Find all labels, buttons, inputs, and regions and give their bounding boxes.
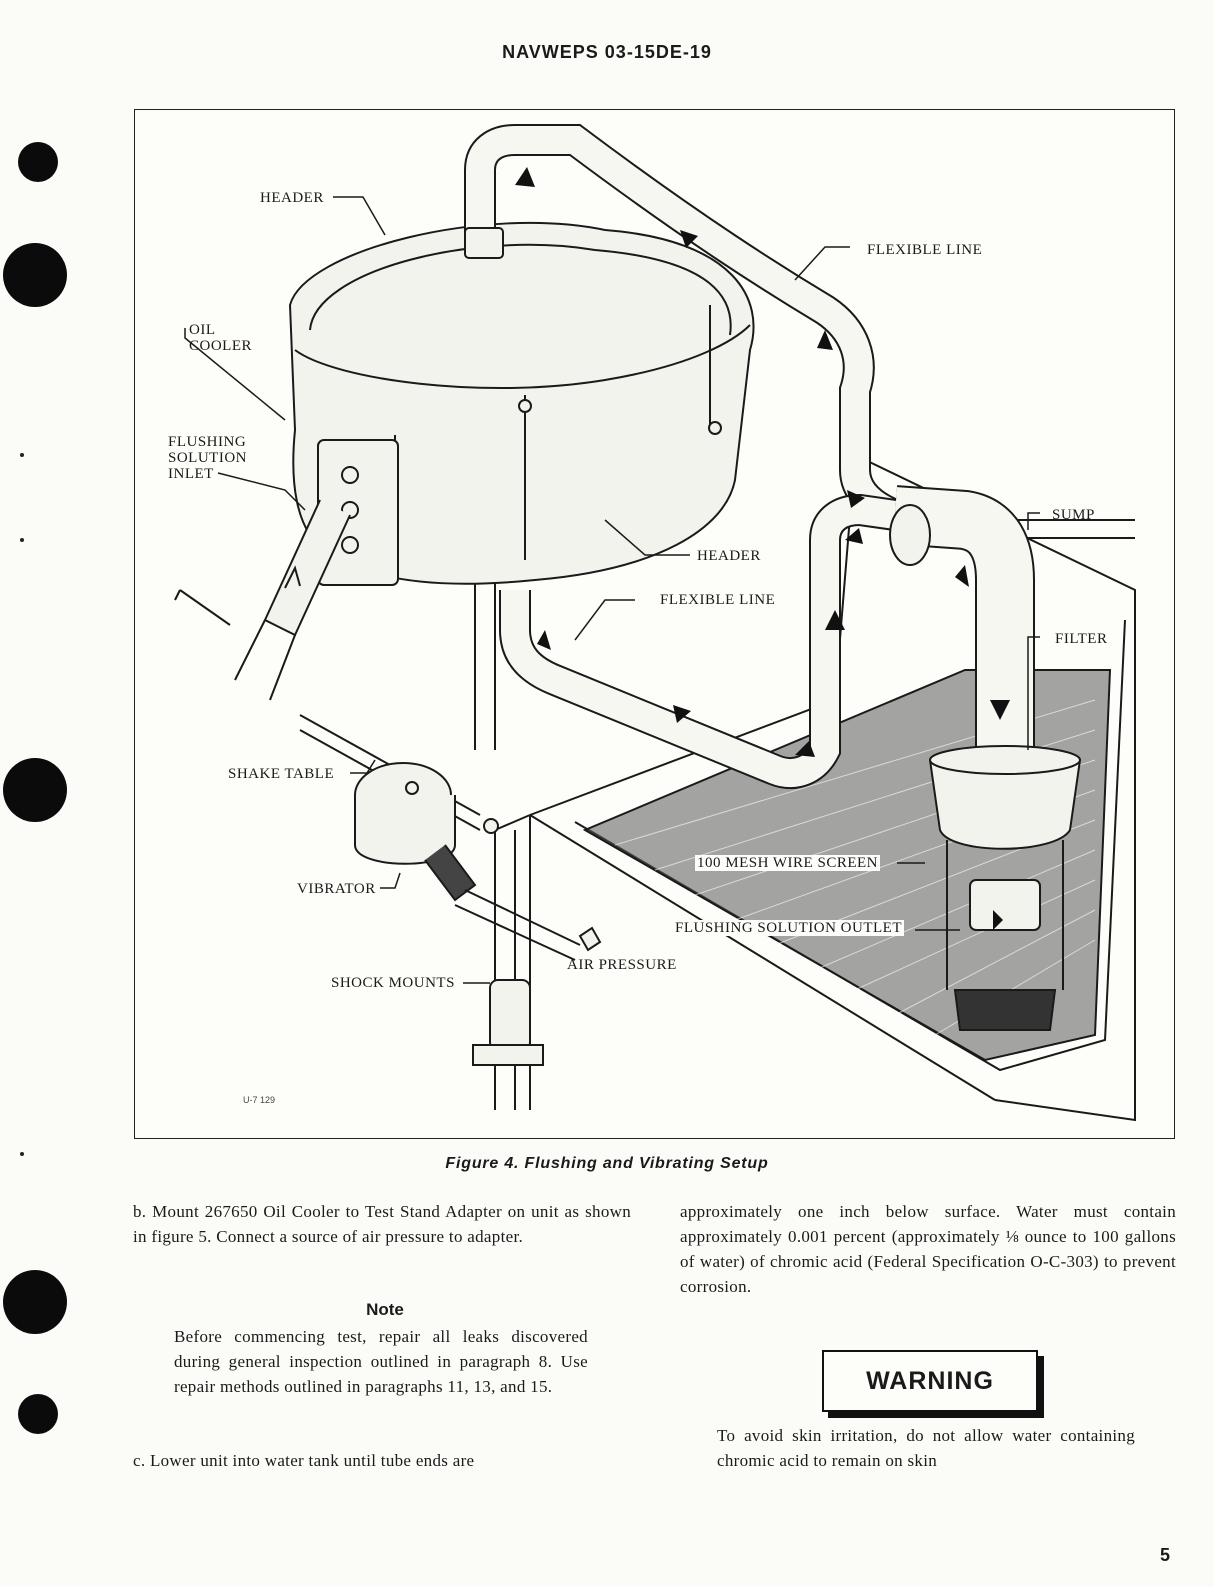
margin-dot xyxy=(20,453,24,457)
label-mesh-screen: 100 MESH WIRE SCREEN xyxy=(695,855,880,871)
margin-dot xyxy=(20,1152,24,1156)
label-header-top: HEADER xyxy=(260,190,324,206)
label-flushing-solution-outlet: FLUSHING SOLUTION OUTLET xyxy=(673,920,904,936)
paragraph-b: b. Mount 267650 Oil Cooler to Test Stand… xyxy=(133,1202,631,1246)
inlet-pipe xyxy=(234,499,351,701)
label-flexible-line-bottom: FLEXIBLE LINE xyxy=(660,592,776,608)
filter-housing xyxy=(928,745,1082,1031)
oil-cooler xyxy=(288,221,755,586)
leader-lines xyxy=(184,196,1040,984)
binder-hole xyxy=(3,243,67,307)
note-text: Before commencing test, repair all leaks… xyxy=(174,1327,588,1396)
warning-box: WARNING xyxy=(822,1350,1038,1412)
label-sump: SUMP xyxy=(1052,507,1095,523)
shake-table-frame xyxy=(174,580,531,1110)
figure-4: HEADER FLEXIBLE LINE OIL COOLER FLUSHING… xyxy=(134,109,1175,1139)
label-vibrator: VIBRATOR xyxy=(297,881,376,897)
binder-hole xyxy=(3,758,67,822)
paragraph-right: approximately one inch below surface. Wa… xyxy=(680,1202,1176,1296)
figure-caption: Figure 4. Flushing and Vibrating Setup xyxy=(445,1155,769,1172)
paragraph-c: c. Lower unit into water tank until tube… xyxy=(133,1451,475,1470)
figure-code: U-7 129 xyxy=(243,1095,276,1105)
vibrator-assembly xyxy=(354,762,602,961)
flow-arrows xyxy=(515,167,1010,930)
binder-hole xyxy=(3,1270,67,1334)
shock-mount xyxy=(472,979,544,1066)
warning-text: To avoid skin irritation, do not allow w… xyxy=(717,1426,1135,1470)
flushing-setup-illustration xyxy=(174,124,1136,1122)
margin-dot xyxy=(20,538,24,542)
note-title: Note xyxy=(366,1300,404,1319)
flexible-line-lower xyxy=(499,493,898,789)
binder-hole xyxy=(18,142,58,182)
label-air-pressure: AIR PRESSURE xyxy=(567,957,677,973)
label-header-bottom: HEADER xyxy=(697,548,761,564)
flexible-line-upper xyxy=(464,124,902,530)
label-oil-cooler: OIL COOLER xyxy=(189,322,252,354)
label-flexible-line-top: FLEXIBLE LINE xyxy=(867,242,983,258)
page-number: 5 xyxy=(1160,1545,1171,1565)
filter-pipe xyxy=(889,485,1035,760)
label-shake-table: SHAKE TABLE xyxy=(228,766,335,782)
document-header: NAVWEPS 03-15DE-19 xyxy=(502,42,712,62)
binder-hole xyxy=(18,1394,58,1434)
label-shock-mounts: SHOCK MOUNTS xyxy=(331,975,455,991)
label-filter: FILTER xyxy=(1055,631,1108,647)
label-flushing-solution-inlet: FLUSHING SOLUTION INLET xyxy=(168,434,247,482)
